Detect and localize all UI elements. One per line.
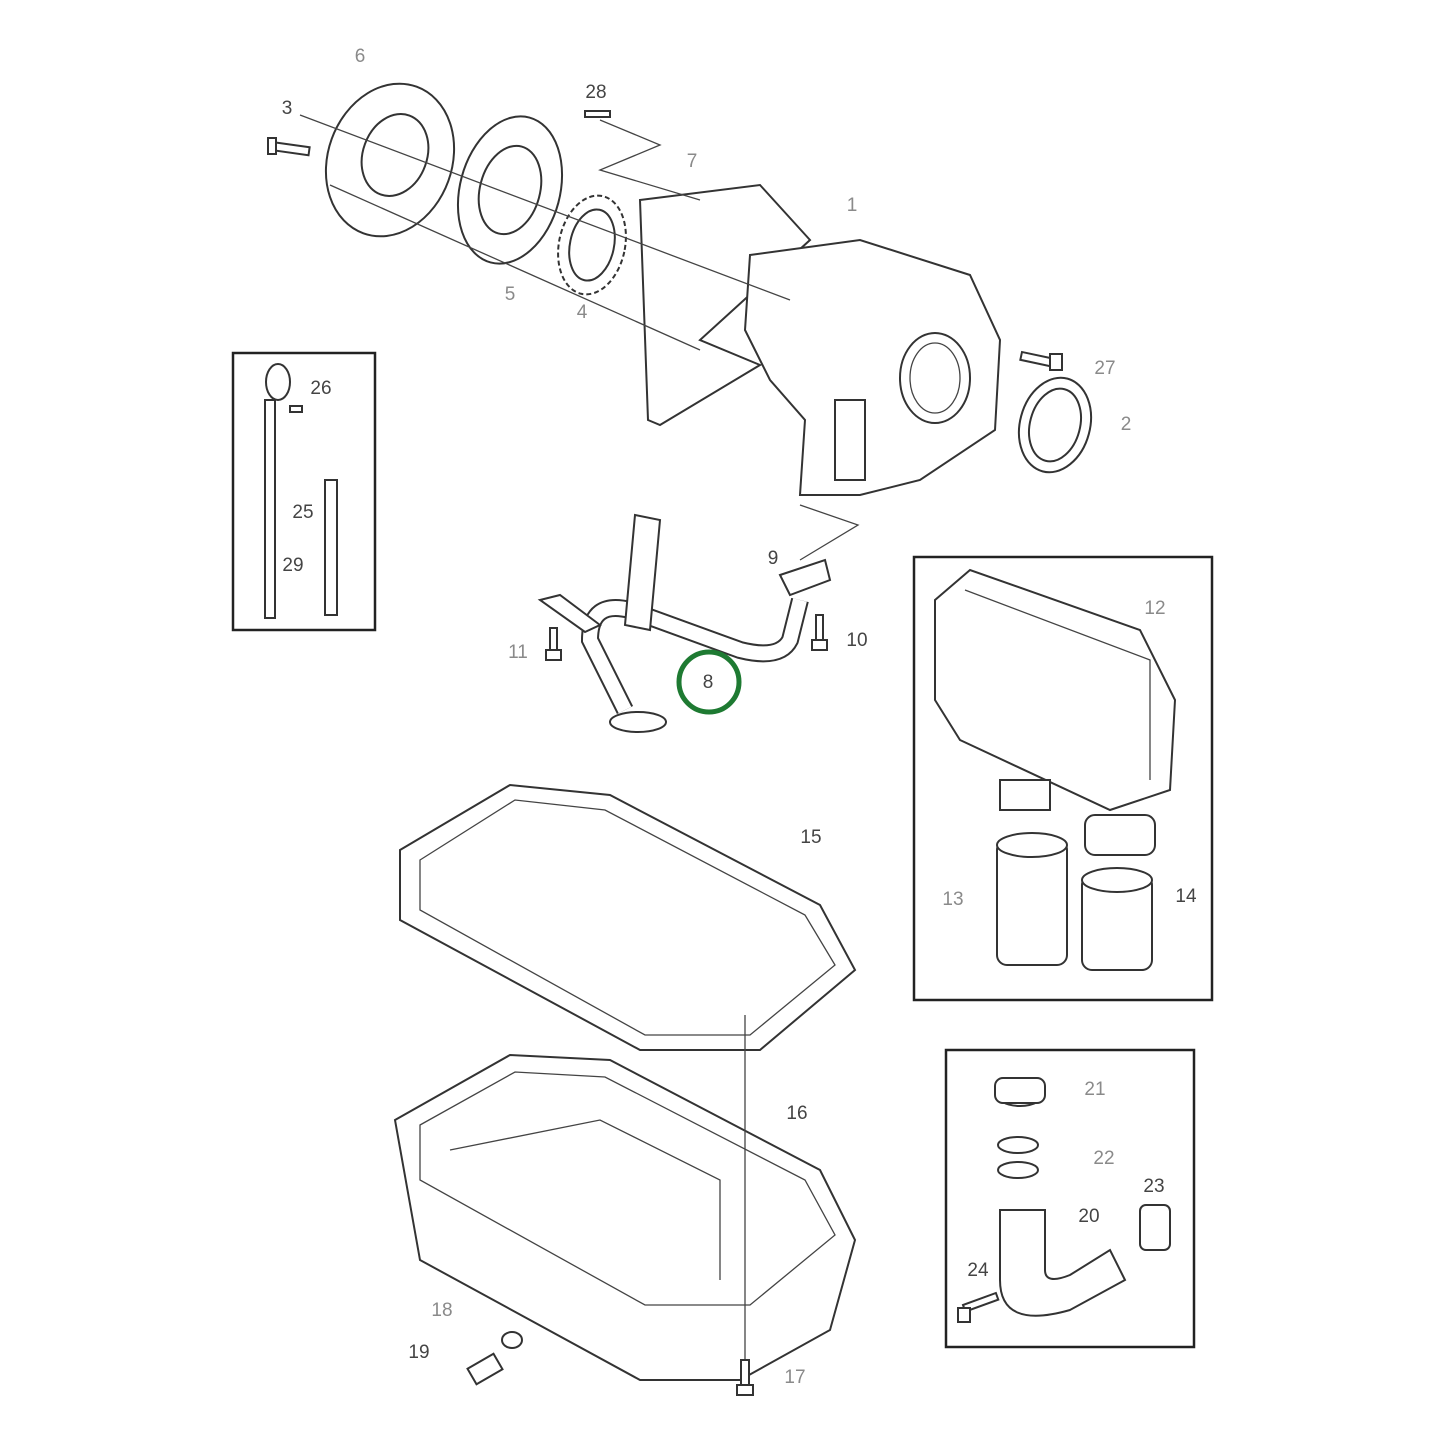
part-6-plate[interactable] [305,65,475,254]
assembly-lines [299,114,860,561]
label-26[interactable]: 26 [310,378,331,399]
label-17[interactable]: 17 [784,1367,805,1388]
label-6[interactable]: 6 [355,46,366,67]
label-20[interactable]: 20 [1078,1206,1099,1227]
callout-labels: 1 2 3 4 5 6 7 8 9 10 11 12 13 14 15 16 1… [282,46,1197,1388]
part-8-oil-pickup-tube[interactable] [537,513,809,733]
label-11[interactable]: 11 [508,642,528,663]
label-28[interactable]: 28 [585,82,606,103]
label-10[interactable]: 10 [846,630,867,651]
part-28-pin[interactable] [584,110,611,118]
label-22[interactable]: 22 [1093,1148,1114,1169]
part-1-oil-pump-housing[interactable] [743,238,1002,496]
part-27-bolt[interactable] [1019,350,1063,371]
part-4-gear[interactable] [549,189,634,301]
part-22-seal-rings[interactable] [997,1136,1039,1179]
part-24-bolt[interactable] [957,1291,1000,1323]
label-3[interactable]: 3 [282,98,293,119]
part-12-oil-cooler[interactable] [934,568,1177,856]
label-8[interactable]: 8 [703,672,714,693]
label-2[interactable]: 2 [1121,414,1132,435]
label-15[interactable]: 15 [800,827,821,848]
part-21-filler-cap[interactable] [994,1077,1046,1107]
label-13[interactable]: 13 [942,889,963,910]
part-29-guide-tube[interactable] [324,479,338,616]
oil-filler-inset-box [944,1048,1196,1349]
label-9[interactable]: 9 [768,548,779,569]
label-27[interactable]: 27 [1094,358,1115,379]
label-29[interactable]: 29 [282,555,303,576]
part-7-gasket[interactable] [638,183,812,427]
part-18-washer[interactable] [501,1331,523,1349]
label-4[interactable]: 4 [577,302,588,323]
part-2-seal[interactable] [1009,370,1101,481]
part-9-gasket[interactable] [778,558,832,597]
label-19[interactable]: 19 [408,1342,429,1363]
label-23[interactable]: 23 [1143,1176,1164,1197]
label-14[interactable]: 14 [1175,886,1197,907]
label-24[interactable]: 24 [967,1260,989,1281]
part-15-sump-gasket[interactable] [399,783,857,1051]
part-17-bolt[interactable] [736,1359,754,1396]
part-11-bolt[interactable] [545,627,562,661]
highlight-circle [676,649,742,715]
label-21[interactable]: 21 [1084,1079,1105,1100]
part-13-oil-filter[interactable] [996,832,1068,966]
part-23-gasket[interactable] [1139,1204,1171,1251]
label-7[interactable]: 7 [687,151,698,172]
label-25[interactable]: 25 [292,502,313,523]
label-12[interactable]: 12 [1144,598,1165,619]
oil-filter-inset-box [912,555,1214,1002]
label-5[interactable]: 5 [505,284,516,305]
part-5-friction-disc[interactable] [442,105,577,276]
part-25-dipstick[interactable] [264,363,291,619]
part-20-filler-pipe[interactable] [999,1209,1127,1317]
part-19-drain-plug[interactable] [466,1352,504,1386]
part-3-bolt[interactable] [267,137,311,157]
label-16[interactable]: 16 [786,1103,807,1124]
part-14-oil-filter[interactable] [1081,867,1153,971]
dipstick-inset-box [231,351,377,632]
label-1[interactable]: 1 [847,195,858,216]
label-18[interactable]: 18 [431,1300,452,1321]
part-16-oil-sump[interactable] [393,1053,857,1381]
part-10-bolt[interactable] [811,614,828,651]
part-26-o-ring[interactable] [289,405,303,413]
